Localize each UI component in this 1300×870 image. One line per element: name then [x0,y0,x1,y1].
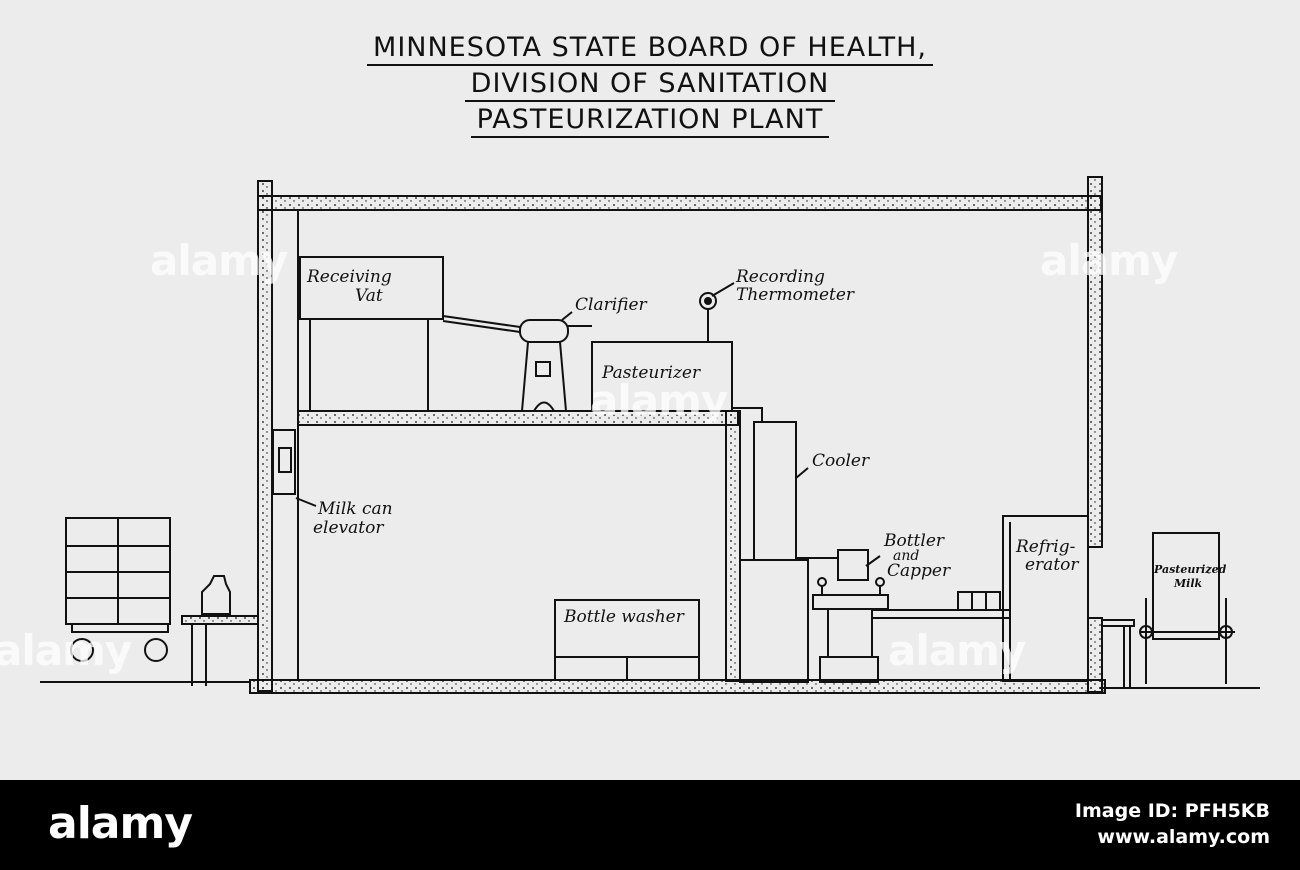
pipe-vat-clarifier [442,315,521,328]
label-leaders [561,282,881,567]
refrigerator-room [1002,515,1089,682]
label-recording-1: Recording [736,267,825,287]
watermark-left: alamy [150,236,288,285]
plant-drawing [40,176,1260,694]
title-text-1: MINNESOTA STATE BOARD OF HEALTH, [367,32,933,66]
title-line-1: MINNESOTA STATE BOARD OF HEALTH, [0,32,1300,66]
label-pasteurized-1: Pasteurized [1154,563,1227,576]
label-pasteurizer: Pasteurizer [602,363,701,383]
receiving-vat [299,256,444,411]
cooler-unit [753,421,797,561]
recording-thermometer [699,292,717,342]
footer-bar: alamy Image ID: PFH5KB www.alamy.com [0,780,1300,870]
pasteurizer-tank [591,341,733,412]
label-pasteurized-2: Milk [1174,577,1203,590]
label-refrigerator-1: Refrig- [1016,537,1076,557]
title-line-2: DIVISION OF SANITATION [0,68,1300,102]
pipe-pasteurizer-cooler [732,407,763,422]
label-milk-can-1: Milk can [318,499,393,519]
title-text-3: PASTEURIZATION PLANT [470,104,830,138]
building-walls [249,176,1106,694]
delivery-truck [40,517,250,683]
label-bottler-1: Bottler [884,531,945,551]
title-text-2: DIVISION OF SANITATION [464,68,836,102]
label-clarifier: Clarifier [575,295,647,315]
watermark-center: alamy [590,376,728,425]
label-receiving-vat-2: Vat [355,286,383,306]
footer-logo: alamy [48,798,193,849]
footer-image-id-text: Image ID: PFH5KB [1074,800,1270,822]
label-bottle-washer: Bottle washer [564,607,684,627]
title-line-3: PASTEURIZATION PLANT [0,104,1300,138]
label-refrigerator-2: erator [1025,555,1079,575]
label-receiving-vat-1: Receiving [307,267,392,287]
pasteurized-milk-cart [1100,532,1260,689]
watermark-bottom-right: alamy [888,626,1026,675]
loading-platform [181,575,259,686]
clarifier-machine [519,319,592,412]
label-milk-can-2: elevator [313,518,384,538]
label-recording-2: Thermometer [736,285,855,305]
milk-can-elevator [272,429,317,507]
watermark-right: alamy [1040,236,1178,285]
footer-site-text: www.alamy.com [1097,826,1270,848]
label-bottler-2: and [893,548,920,564]
footer-image-id: Image ID: PFH5KB www.alamy.com [1075,798,1270,850]
watermark-bottom-left: alamy [0,626,132,675]
bottle-washer [554,599,700,681]
label-bottler-3: Capper [887,561,951,581]
label-cooler: Cooler [812,451,870,471]
